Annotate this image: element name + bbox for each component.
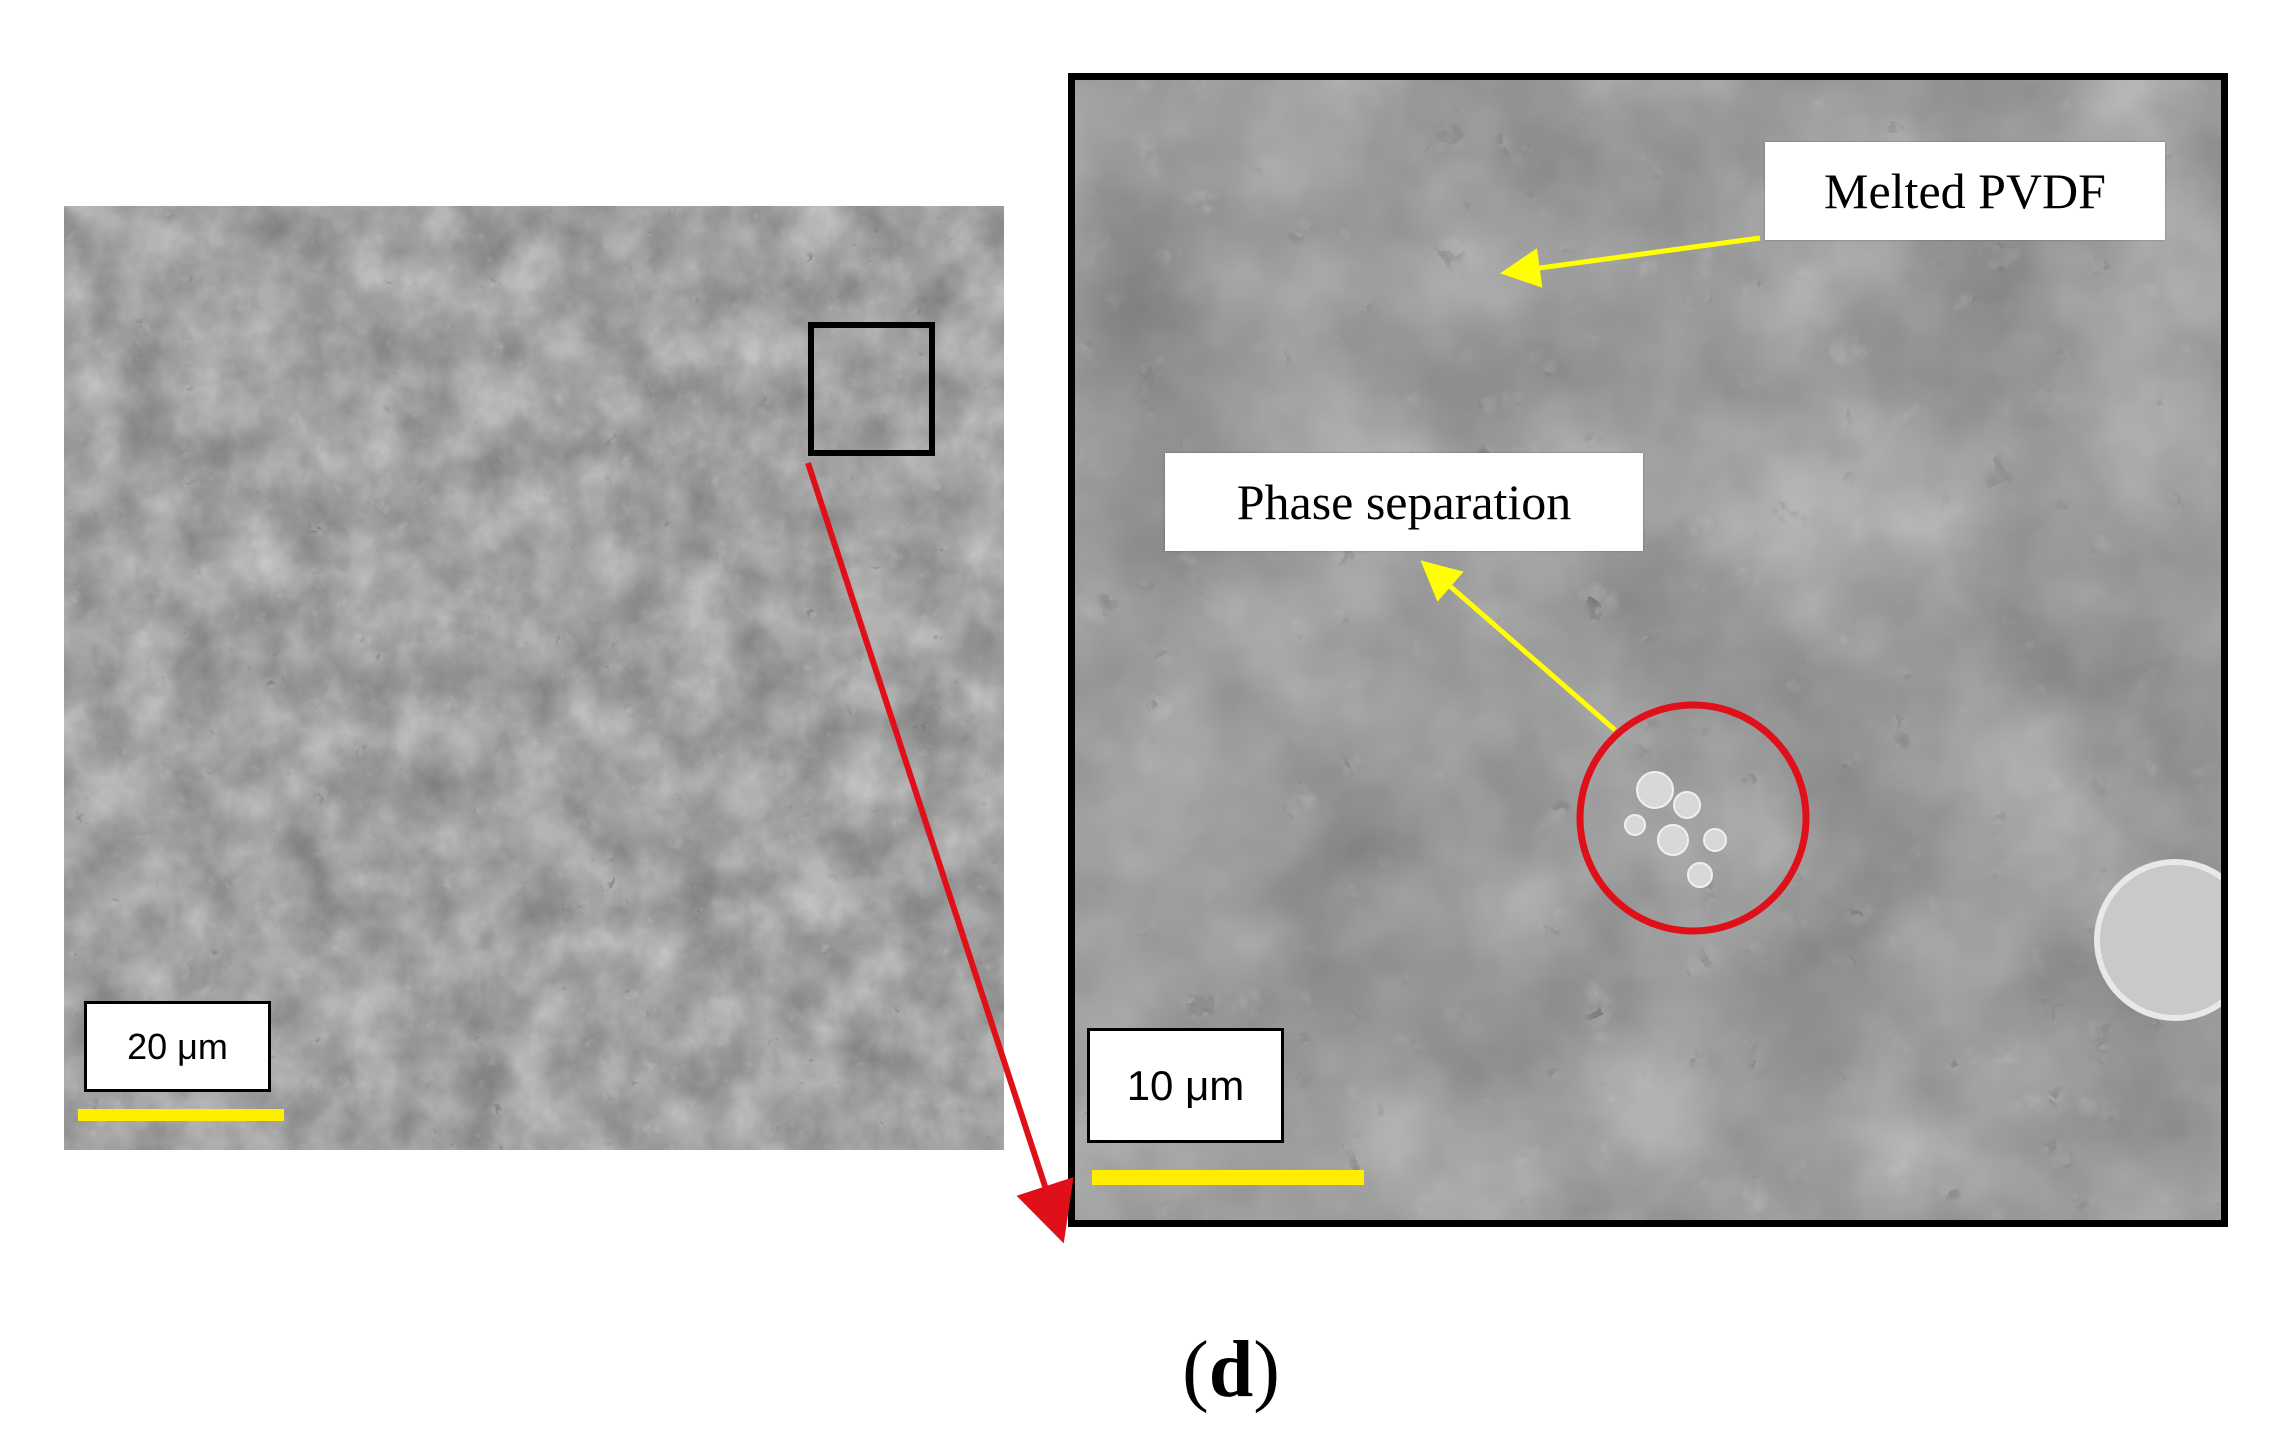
scale-label-20um: 20 μm [84,1001,271,1092]
scale-bar-10um [1092,1170,1364,1185]
figure-label: (d) [1182,1326,1280,1414]
annotation-phase-separation: Phase separation [1165,453,1643,551]
annotation-melted-pvdf: Melted PVDF [1765,142,2165,240]
sem-image-zoom: Melted PVDF Phase separation 10 μm [1068,73,2228,1227]
particle-sphere [2094,859,2221,1021]
scale-bar-20um [78,1109,284,1121]
zoom-region-box [808,322,935,456]
sem-image-overview: 20 μm [64,206,1004,1150]
scale-label-10um: 10 μm [1087,1028,1284,1143]
